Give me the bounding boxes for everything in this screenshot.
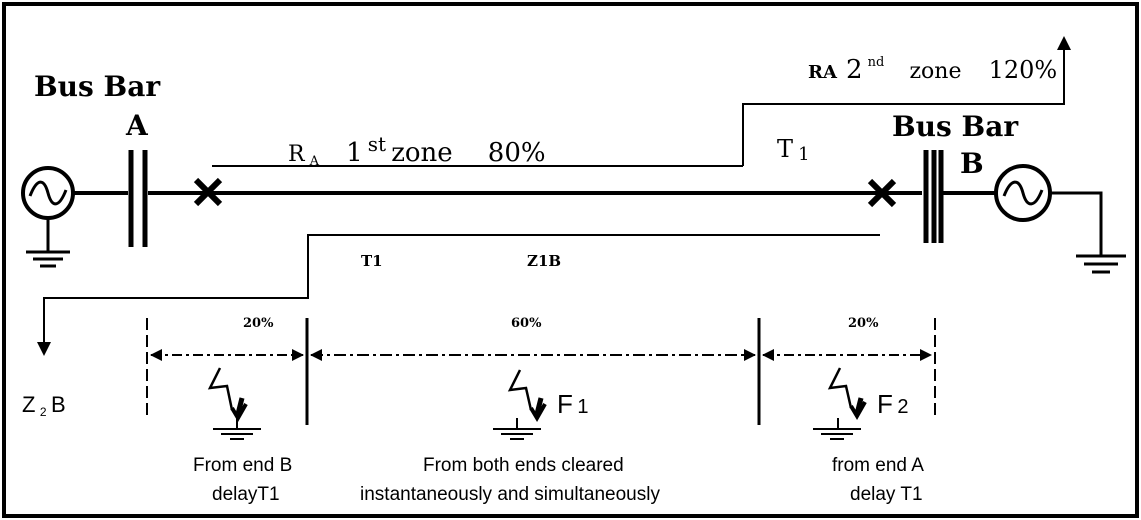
- zone2-ordinal-sup: nd: [868, 55, 885, 70]
- zone2-word: zone: [909, 59, 961, 84]
- zone2-ordinal: 2: [846, 55, 863, 85]
- ground-b-icon: [1076, 254, 1126, 274]
- z2b-tail: B: [51, 392, 66, 417]
- fault-f1-label: F 1: [557, 389, 588, 419]
- segment-label-left: 20%: [243, 316, 274, 331]
- z1b-label: Z1B: [527, 252, 561, 270]
- generator-b-icon: [994, 164, 1052, 222]
- bus-bar-a: [128, 150, 148, 247]
- note-left-line1: From end B: [193, 455, 292, 476]
- zone1-word: zone: [391, 138, 452, 168]
- fault-left-icon: [207, 367, 261, 440]
- zone2-percent: 120%: [989, 56, 1058, 84]
- zone1-relay: R: [288, 142, 306, 167]
- zone2-relay: RA: [808, 62, 838, 83]
- generator-b-ground-lead: [1050, 191, 1103, 255]
- zone1-ordinal-sup: st: [368, 132, 386, 156]
- zone2b-arrow-down: [37, 342, 51, 356]
- fault-f2-icon: [813, 367, 867, 440]
- z2b-label: Z 2 B: [22, 392, 66, 420]
- zone1-percent: 80%: [488, 138, 546, 168]
- t1-upper-sub: 1: [798, 144, 809, 165]
- fault-f1-icon: [493, 369, 547, 440]
- segment-label-right: 20%: [848, 316, 879, 331]
- zone1-relay-sub: A: [309, 154, 320, 169]
- zone2-arrow-up: [1057, 36, 1071, 50]
- fault-f2-sub: 2: [897, 396, 908, 418]
- zone2b-reach-line: [43, 234, 880, 344]
- bus-bar-b-letter: B: [960, 147, 984, 180]
- zone1-label: R A 1 st zone 80%: [288, 132, 546, 169]
- segment-label-middle: 60%: [511, 316, 542, 331]
- bus-bar-a-title: Bus Bar: [34, 70, 161, 103]
- note-left-line2: delayT1: [212, 484, 280, 505]
- bus-bar-b-title: Bus Bar: [892, 110, 1019, 143]
- fault-f1-main: F: [557, 389, 573, 419]
- note-right-line1: from end A: [832, 455, 924, 476]
- generator-a-icon: [21, 166, 75, 220]
- breaker-a-icon: [193, 177, 223, 207]
- t1-upper-main: T: [777, 135, 793, 163]
- note-middle-line2: instantaneously and simultaneously: [360, 484, 660, 505]
- breaker-b-icon: [867, 178, 897, 208]
- note-right-line2: delay T1: [850, 484, 923, 505]
- zone2-reach-line: [742, 48, 1065, 166]
- bus-bar-b: [923, 150, 944, 243]
- z2b-sub: 2: [40, 405, 47, 419]
- z2b-main: Z: [22, 392, 35, 417]
- t1-upper-label: T 1: [777, 135, 810, 165]
- bus-bar-a-letter: A: [125, 109, 149, 142]
- zone1-ordinal: 1: [346, 138, 363, 168]
- t1-lower-label: T1: [361, 252, 383, 270]
- fault-f2-main: F: [877, 389, 893, 419]
- fault-f2-label: F 2: [877, 389, 908, 419]
- ground-a-icon: [26, 250, 70, 268]
- zone2-label: RA 2 nd zone 120%: [808, 51, 1057, 85]
- note-middle-line1: From both ends cleared: [423, 455, 624, 476]
- fault-f1-sub: 1: [577, 396, 588, 418]
